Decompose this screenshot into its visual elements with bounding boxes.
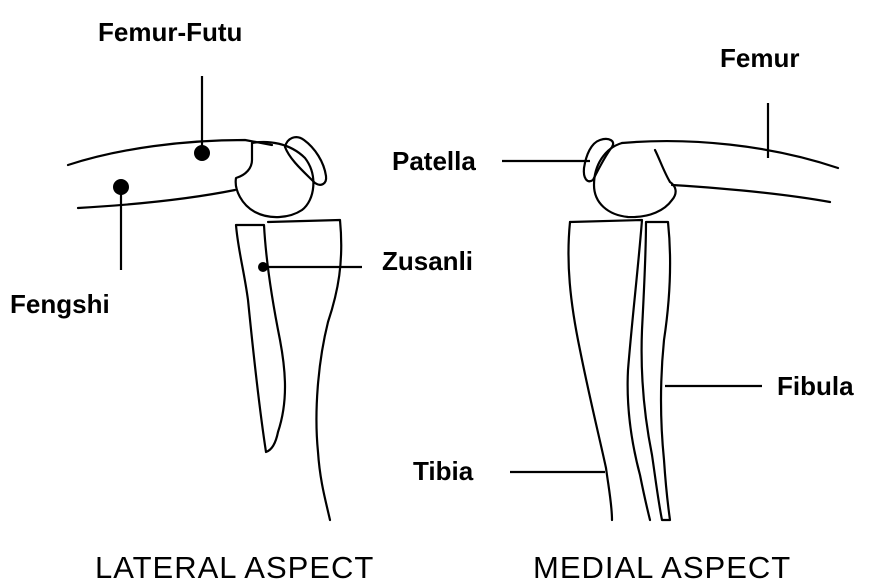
tibia-label: Tibia (413, 456, 474, 486)
lateral-patella (285, 137, 326, 185)
medial-tibia (570, 220, 650, 520)
lateral-femur-upper-outline (68, 140, 272, 165)
medial-aspect-view: Femur Patella Fibula Tibia MEDIAL ASPECT (392, 43, 854, 585)
fengshi-label: Fengshi (10, 289, 110, 319)
lateral-fibula (236, 225, 285, 452)
medial-tibia-posterior-edge (568, 222, 612, 520)
zusanli-label: Zusanli (382, 246, 473, 276)
femur-label: Femur (720, 43, 799, 73)
medial-femur-upper-outline (622, 141, 838, 168)
femur-futu-label: Femur-Futu (98, 17, 242, 47)
medial-aspect-caption: MEDIAL ASPECT (533, 550, 791, 585)
lateral-aspect-caption: LATERAL ASPECT (95, 550, 374, 585)
fibula-label: Fibula (777, 371, 854, 401)
medial-fibula (642, 222, 671, 520)
medial-femur-lower-outline (672, 185, 830, 202)
patella-label: Patella (392, 146, 476, 176)
lateral-femoral-condyle (236, 142, 314, 217)
lateral-femur-lower-outline (78, 190, 235, 208)
lateral-aspect-view: Femur-Futu Fengshi Zusanli LATERAL ASPEC… (10, 17, 473, 585)
lateral-tibia (268, 220, 341, 520)
